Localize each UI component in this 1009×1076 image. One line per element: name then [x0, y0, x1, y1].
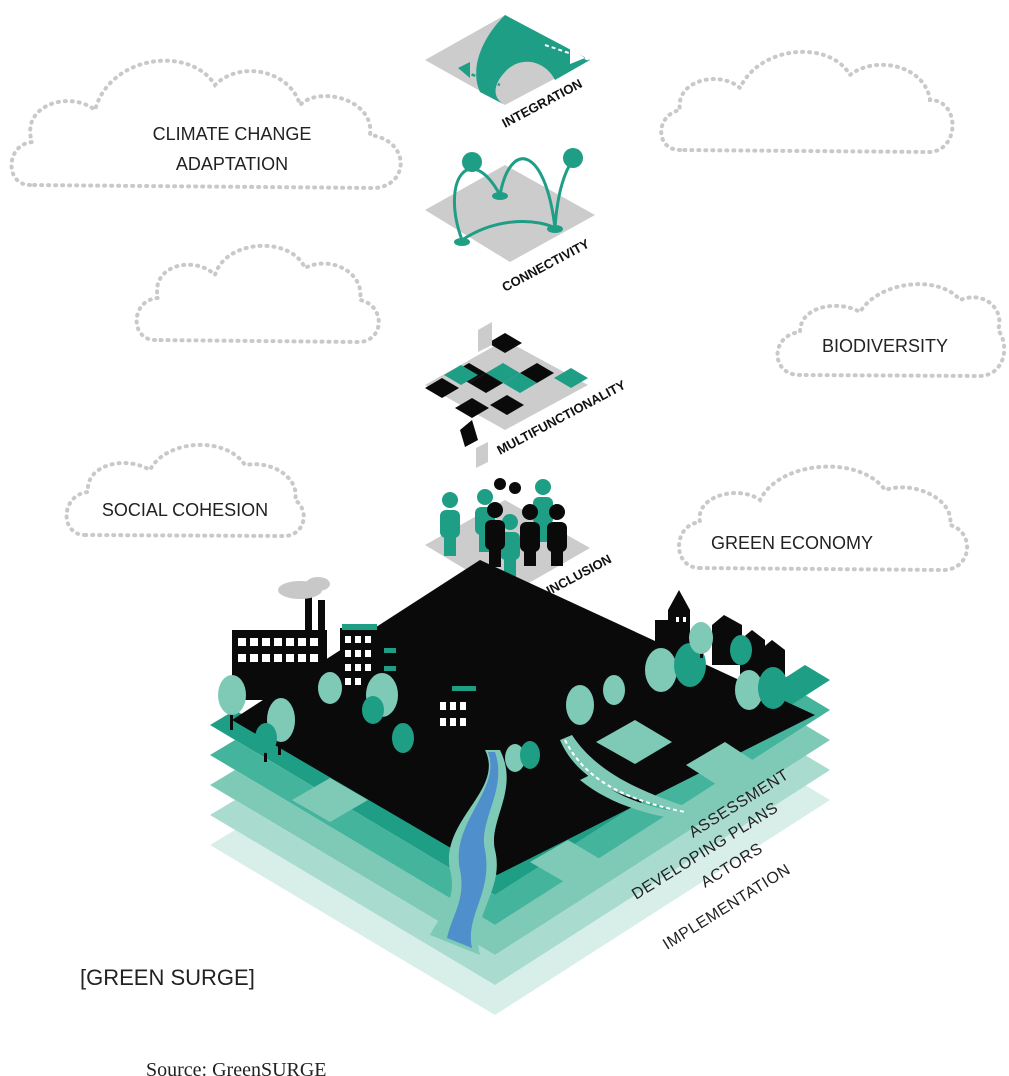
cloud-label-social-cohesion: SOCIAL COHESION	[102, 500, 268, 520]
cloud-empty-middle-left	[134, 243, 381, 345]
cloud-label-climate-line2: ADAPTATION	[176, 154, 288, 174]
cloud-label-biodiversity: BIODIVERSITY	[822, 336, 948, 356]
principle-connectivity: CONNECTIVITY	[425, 148, 595, 295]
cloud-label-climate-line1: CLIMATE CHANGE	[153, 124, 312, 144]
cloud-label-green-economy: GREEN ECONOMY	[711, 533, 873, 553]
cloud-climate-change: CLIMATE CHANGE ADAPTATION	[9, 58, 403, 191]
cloud-green-economy: GREEN ECONOMY	[677, 464, 969, 573]
cloud-social-cohesion: SOCIAL COHESION	[64, 443, 306, 539]
brand-label: [GREEN SURGE]	[80, 965, 255, 990]
cloud-empty-top-right	[659, 49, 955, 155]
source-caption: Source: GreenSURGE	[146, 1059, 327, 1076]
city-block	[218, 560, 815, 955]
cloud-biodiversity: BIODIVERSITY	[775, 282, 1007, 379]
principle-integration: INTEGRATION	[425, 15, 591, 131]
principle-multifunctionality: MULTIFUNCTIONALITY	[425, 322, 628, 468]
